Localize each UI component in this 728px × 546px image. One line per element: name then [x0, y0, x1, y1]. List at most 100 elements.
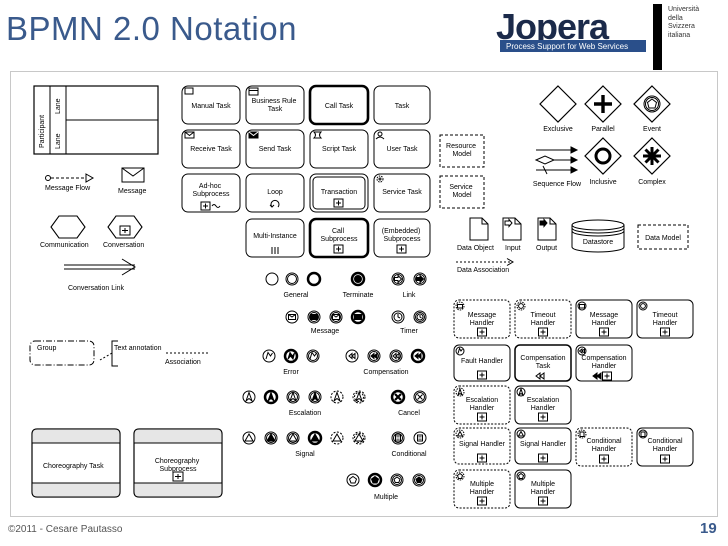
- text-annotation-label: Text annotation: [114, 345, 162, 352]
- service-task-label: Service Task: [382, 189, 422, 196]
- user-task-label: User Task: [387, 146, 418, 153]
- service-task: Service Task: [373, 173, 431, 213]
- jopera-logo: Jopera Process Support for Web Services: [492, 6, 646, 52]
- choreography-subprocess-label: Choreography: [155, 458, 200, 465]
- timeout-handler-text-line2: Handler: [531, 320, 556, 327]
- data-input: Input: [502, 217, 522, 252]
- message-events-label: Message: [311, 328, 340, 335]
- general-events-label: General: [284, 292, 309, 299]
- fault-handler-label: Fault Handler: [461, 358, 504, 365]
- conditional-handler-text: Conditional: [586, 438, 621, 445]
- diagram-frame: [10, 71, 718, 517]
- receive-task: Receive Task: [181, 129, 241, 169]
- communication-symbol: Communication: [40, 215, 89, 249]
- choreography-subprocess-label-line2: Subprocess: [160, 466, 197, 473]
- manual-task-label: Manual Task: [191, 103, 231, 110]
- datastore-label: Datastore: [583, 239, 613, 246]
- data-model: Data Model: [637, 224, 689, 250]
- message-flow-symbol: Message Flow: [45, 173, 95, 192]
- message-events: Message: [285, 309, 366, 335]
- event-gateway: Event: [633, 85, 671, 133]
- compensation-task-text-line2: Task: [536, 363, 551, 370]
- data-output-label: Output: [536, 245, 557, 252]
- link-events-label: Link: [403, 292, 416, 299]
- fault-handler: Fault Handler: [453, 344, 511, 382]
- university-logo: Università della Svizzera italiana: [668, 6, 699, 40]
- sequence-flow-label: Sequence Flow: [533, 181, 582, 188]
- pool: Participant Lane Lane: [33, 85, 159, 155]
- university-line: Svizzera: [668, 23, 695, 30]
- link-events: Link: [391, 272, 427, 299]
- multi-instance-task: Multi-Instance: [245, 218, 305, 258]
- service-model-text-line2: Model: [452, 192, 472, 199]
- loop-task-label: Loop: [267, 189, 283, 196]
- signal-handler: Signal Handler: [453, 427, 511, 465]
- embedded-subprocess-label: (Embedded) Subprocess: [382, 228, 422, 243]
- message-handler-text-line2: Handler: [470, 320, 495, 327]
- call-task: Call Task: [308, 84, 370, 126]
- resource-model: Resource Model: [439, 134, 485, 168]
- data-object: Data Object: [457, 217, 494, 252]
- timeout-handler-text-line2: Handler: [653, 320, 678, 327]
- choreography-subprocess-label: Choreography Subprocess: [155, 458, 201, 473]
- slide-title: BPMN 2.0 Notation: [6, 10, 297, 47]
- inclusive-gateway-label: Inclusive: [589, 179, 616, 186]
- conversation-link-label: Conversation Link: [68, 285, 125, 292]
- choreography-task-symbol: Choreography Task: [31, 428, 121, 498]
- transaction-subprocess: Transaction: [309, 173, 369, 213]
- choreography-subprocess-symbol: Choreography Subprocess: [133, 428, 223, 498]
- timer-events-label: Timer: [400, 328, 418, 335]
- compensation-handler-text: Compensation: [581, 355, 626, 362]
- escalation-handler-text: Escalation: [466, 397, 498, 404]
- terminate-event: Terminate: [343, 271, 373, 299]
- compensation-events: Compensation: [345, 348, 426, 376]
- message-symbol: Message: [118, 167, 147, 195]
- resource-model-text: Resource: [446, 143, 476, 150]
- inclusive-gateway: Inclusive: [584, 137, 622, 186]
- jopera-logo-tagline: Process Support for Web Services: [506, 42, 628, 51]
- service-model: Service Model: [439, 175, 485, 209]
- copyright-footer: ©2011 - Cesare Pautasso: [8, 524, 123, 535]
- cancel-events-label: Cancel: [398, 410, 420, 417]
- user-task: User Task: [373, 129, 431, 169]
- message-handler-text-line2: Handler: [592, 320, 617, 327]
- complex-gateway-label: Complex: [638, 179, 666, 186]
- multiple-handler-text: Multiple: [531, 481, 555, 488]
- timeout-handler-text: Timeout: [652, 312, 677, 319]
- data-input-label: Input: [505, 245, 521, 252]
- adhoc-subprocess-text: Ad-hoc: [199, 183, 222, 190]
- signal-events: Signal: [242, 430, 366, 458]
- adhoc-subprocess: Ad-hoc Subprocess: [181, 173, 241, 213]
- task: Task: [373, 85, 431, 125]
- send-task: Send Task: [245, 129, 305, 169]
- multiple-handler-text-line2: Handler: [470, 489, 495, 496]
- signal-handler-interrupting: Signal Handler: [514, 427, 572, 465]
- service-model-label: Service Model: [449, 184, 474, 199]
- adhoc-subprocess-text-line2: Subprocess: [193, 191, 230, 198]
- conversation-label: Conversation: [103, 242, 144, 249]
- message-handler-text: Message: [590, 312, 619, 319]
- data-output: Output: [536, 217, 557, 252]
- business-rule-task: Business Rule Task: [245, 85, 305, 125]
- event-gateway-label: Event: [643, 126, 661, 133]
- call-subprocess: Call Subprocess: [308, 217, 370, 259]
- error-events-label: Error: [283, 369, 299, 376]
- university-line: italiana: [668, 31, 691, 39]
- embedded-subprocess-text-line2: Subprocess: [384, 236, 421, 243]
- group-label: Group: [37, 345, 57, 352]
- business-rule-task-label: Business Rule Task: [252, 98, 299, 113]
- transaction-subprocess-label: Transaction: [321, 189, 357, 196]
